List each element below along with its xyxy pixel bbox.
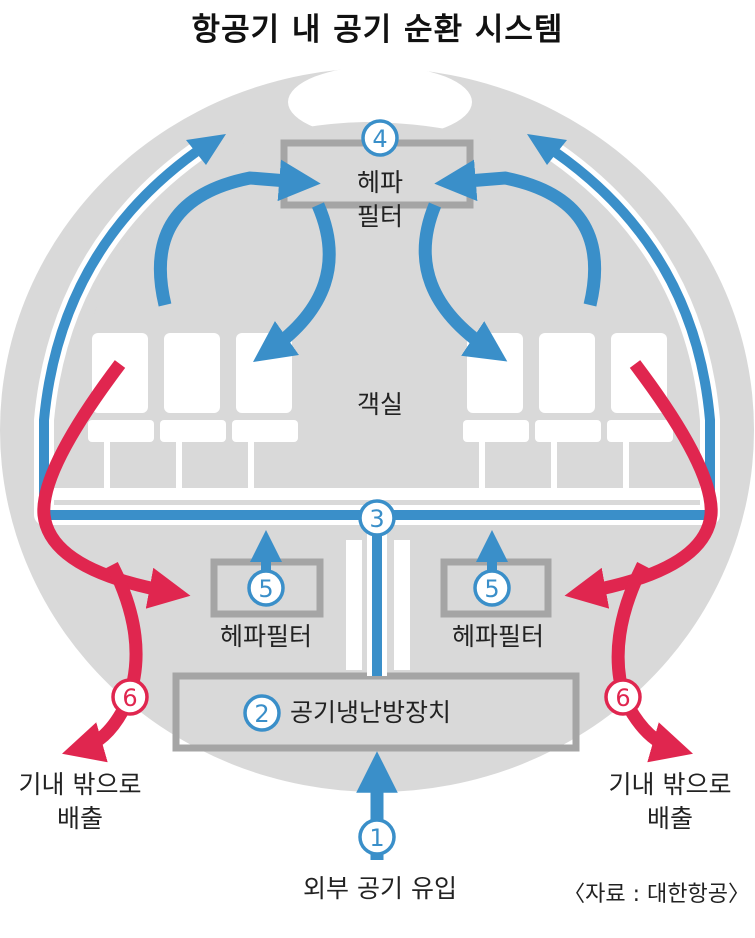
cabin-circulation-right-up <box>434 159 602 307</box>
seat-base <box>232 420 298 442</box>
seat-leg <box>479 440 485 490</box>
step-number: 2 <box>254 700 269 728</box>
label-line: 필터 <box>356 202 403 231</box>
step-number: 1 <box>369 824 384 852</box>
cabin-floor <box>52 488 707 500</box>
label-line: 배출 <box>56 804 103 833</box>
label-exhaust-right: 기내 밖으로 배출 <box>590 768 750 836</box>
label-cabin: 객실 <box>356 390 403 419</box>
label-hepa-top: 헤파 필터 <box>340 166 420 234</box>
step-number: 5 <box>258 575 273 603</box>
page-title: 항공기 내 공기 순환 시스템 <box>191 12 564 48</box>
step-number: 4 <box>372 125 387 153</box>
label-exhaust-left: 기내 밖으로 배출 <box>0 768 160 836</box>
step-badge-6-right: 6 <box>604 678 642 716</box>
seat-leg <box>551 440 557 490</box>
step-number: 6 <box>122 684 137 712</box>
cabin-circulation-left-down <box>253 202 336 363</box>
label-line: 배출 <box>646 804 693 833</box>
seat-base <box>607 420 673 442</box>
overhead-bin <box>288 66 472 138</box>
seat-leg <box>248 440 254 490</box>
label-hepa-left: 헤파필터 <box>219 622 312 651</box>
seat <box>539 333 595 413</box>
step-badge-4: 4 <box>361 119 399 157</box>
exhaust-left-to-filter <box>37 360 191 609</box>
seat-base <box>88 420 154 442</box>
label-intake: 외부 공기 유입 <box>303 874 457 903</box>
duct-arrow-left <box>186 134 226 165</box>
step-number: 6 <box>615 684 630 712</box>
label-hepa-right: 헤파필터 <box>451 622 544 651</box>
lower-divider <box>346 540 362 670</box>
seat-base <box>535 420 601 442</box>
step-badge-6-left: 6 <box>111 678 149 716</box>
exhaust-right-to-filter <box>564 360 718 609</box>
cabin-area <box>85 122 680 462</box>
cabin-circulation-left-up <box>153 159 321 307</box>
seat-base <box>160 420 226 442</box>
seat-base <box>463 420 529 442</box>
step-badge-1: 1 <box>358 818 396 856</box>
lower-divider <box>394 540 410 670</box>
cabin-circulation-right-down <box>418 202 508 362</box>
seat-leg <box>104 440 110 490</box>
source-credit: 〈자료 : 대한항공〉 <box>563 882 750 907</box>
label-line: 기내 밖으로 <box>18 770 142 799</box>
label-aircon: 공기냉난방장치 <box>290 698 452 727</box>
step-badge-2: 2 <box>243 694 281 732</box>
step-badge-5-left: 5 <box>247 569 285 607</box>
step-badge-5-right: 5 <box>473 569 511 607</box>
step-number: 3 <box>369 505 384 533</box>
label-line: 헤파 <box>356 168 403 197</box>
step-badge-3: 3 <box>358 499 396 537</box>
step-number: 5 <box>484 575 499 603</box>
label-line: 기내 밖으로 <box>608 770 732 799</box>
duct-arrow-right <box>527 134 567 165</box>
seat-leg <box>623 440 629 490</box>
seat <box>164 333 220 413</box>
seat-leg <box>176 440 182 490</box>
